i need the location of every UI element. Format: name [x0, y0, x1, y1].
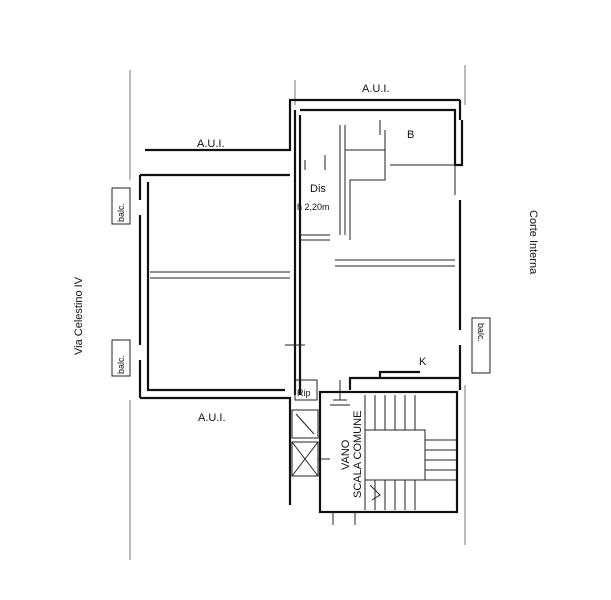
- balconies: [111, 187, 491, 377]
- label-balc-left-bottom: balc.: [116, 355, 126, 374]
- label-stair-line2: SCALA COMUNE: [352, 411, 364, 498]
- label-aui-bottom: A.U.I.: [198, 412, 226, 424]
- stairwell: [291, 379, 459, 525]
- reference-lines: [129, 65, 466, 560]
- label-balc-right: balc.: [476, 323, 486, 342]
- label-dis-height: h 2,20m: [297, 202, 330, 212]
- label-stair-line1: VANO: [340, 439, 352, 470]
- label-room-k: K: [419, 356, 427, 368]
- label-aui-left: A.U.I.: [197, 138, 225, 150]
- label-street: Via Celestino IV: [73, 276, 85, 355]
- label-courtyard: Corte Interna: [527, 210, 539, 275]
- label-room-b: B: [407, 129, 414, 141]
- label-aui-top: A.U.I.: [362, 83, 390, 95]
- label-balc-left-top: balc.: [116, 203, 126, 222]
- outer-walls: [138, 98, 464, 505]
- label-rip: Rip: [297, 388, 311, 398]
- label-dis: Dis: [310, 183, 326, 195]
- interior-walls: [150, 120, 456, 346]
